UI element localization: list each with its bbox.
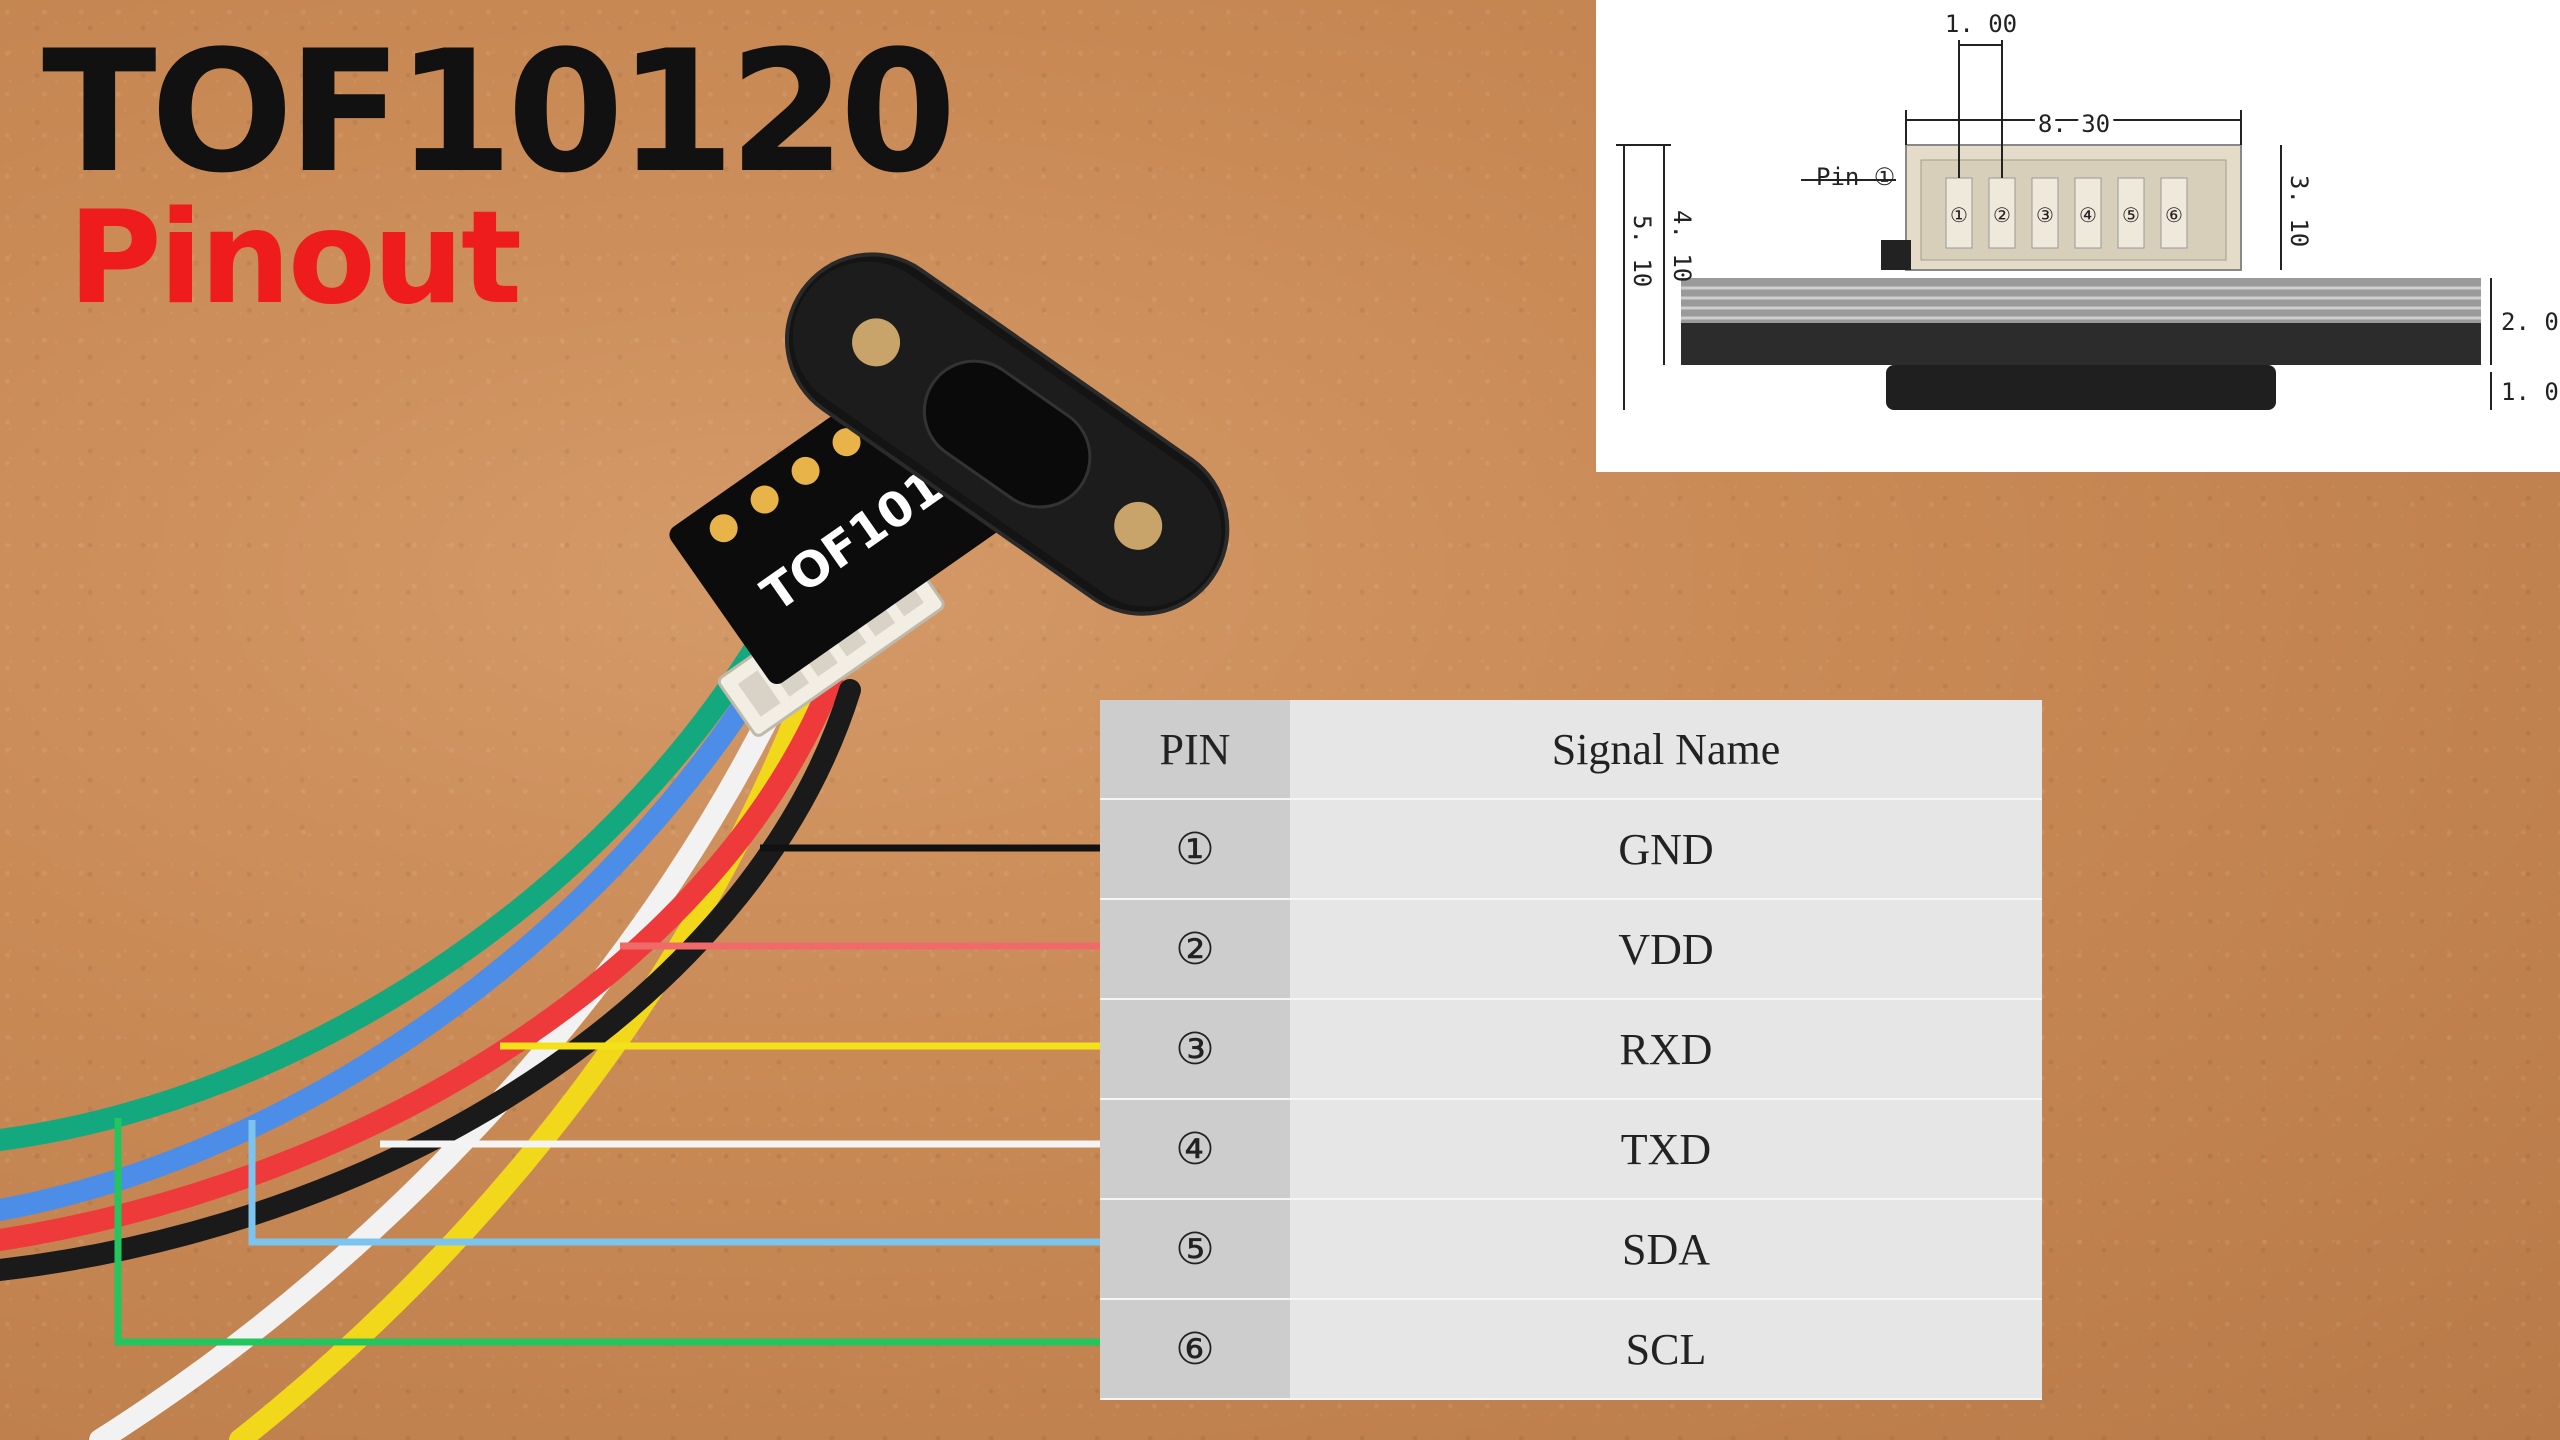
connector-pin-6: ⑥	[2165, 203, 2183, 227]
dimension-drawing: ① ② ③ ④ ⑤ ⑥	[1596, 0, 2560, 472]
sensor-lens	[922, 359, 1092, 509]
signal-name: GND	[1290, 799, 2042, 900]
page-subtitle: Pinout	[68, 184, 522, 333]
table-row: ④ TXD	[1100, 1099, 2042, 1200]
signal-name: SCL	[1290, 1299, 2042, 1400]
table-row: ③ RXD	[1100, 999, 2042, 1100]
signal-name: RXD	[1290, 999, 2042, 1100]
pin-guide-lines	[114, 844, 1100, 1346]
table-row: ① GND	[1100, 799, 2042, 900]
connector-pin-3: ③	[2036, 203, 2054, 227]
dimension-lines	[1616, 40, 2492, 410]
connector-pin-labels: ① ② ③ ④ ⑤ ⑥	[1945, 177, 2188, 249]
connector-pin-1: ①	[1950, 203, 1968, 227]
signal-name: SDA	[1290, 1199, 2042, 1300]
wire-green	[0, 629, 771, 1151]
header-signal-name: Signal Name	[1290, 700, 2042, 800]
dim-body-height: 4. 10	[1668, 210, 1696, 282]
table-row: ⑤ SDA	[1100, 1199, 2042, 1300]
dim-total-height: 5. 10	[1628, 215, 1656, 287]
mounting-hole-right	[1114, 501, 1163, 550]
dim-connector-height: 3. 10	[2285, 175, 2313, 247]
pin-number: ④	[1100, 1099, 1290, 1200]
table-header-row: PIN Signal Name	[1100, 700, 2042, 800]
pin-number: ②	[1100, 899, 1290, 1000]
lens-housing	[1886, 365, 2276, 410]
sensor-cap	[784, 252, 1230, 616]
connector-pin-5: ⑤	[2122, 203, 2140, 227]
wire-black	[0, 679, 861, 1281]
pin-number: ③	[1100, 999, 1290, 1100]
dim-pin-pitch: 1. 00	[1945, 10, 2017, 38]
pin-number: ⑥	[1100, 1299, 1290, 1400]
guide-line-scl	[114, 1118, 1100, 1346]
mounting-hole-left	[852, 318, 901, 367]
dim-pin1-label: Pin ①	[1816, 163, 1895, 191]
connector-pin-4: ④	[2079, 203, 2097, 227]
table-row: ⑥ SCL	[1100, 1299, 2042, 1400]
connector-pin-2: ②	[1993, 203, 2011, 227]
dim-board-thickness: 2. 00	[2501, 308, 2560, 336]
signal-name: TXD	[1290, 1099, 2042, 1200]
signal-name: VDD	[1290, 899, 2042, 1000]
guide-line-sda	[248, 1120, 1100, 1246]
pinout-table: PIN Signal Name ① GND ② VDD ③ RXD ④ TXD …	[1100, 700, 2042, 1400]
dim-lens-height: 1. 00	[2501, 378, 2560, 406]
pin-number: ①	[1100, 799, 1290, 900]
pin-number: ⑤	[1100, 1199, 1290, 1300]
page-title: TOF10120	[42, 14, 957, 210]
dim-connector-width: 8. 30	[2038, 110, 2110, 138]
board-layers	[1681, 278, 2481, 410]
wire-blue	[0, 639, 789, 1221]
cable-bundle	[0, 629, 861, 1440]
header-pin: PIN	[1100, 700, 1290, 800]
table-row: ② VDD	[1100, 899, 2042, 1000]
